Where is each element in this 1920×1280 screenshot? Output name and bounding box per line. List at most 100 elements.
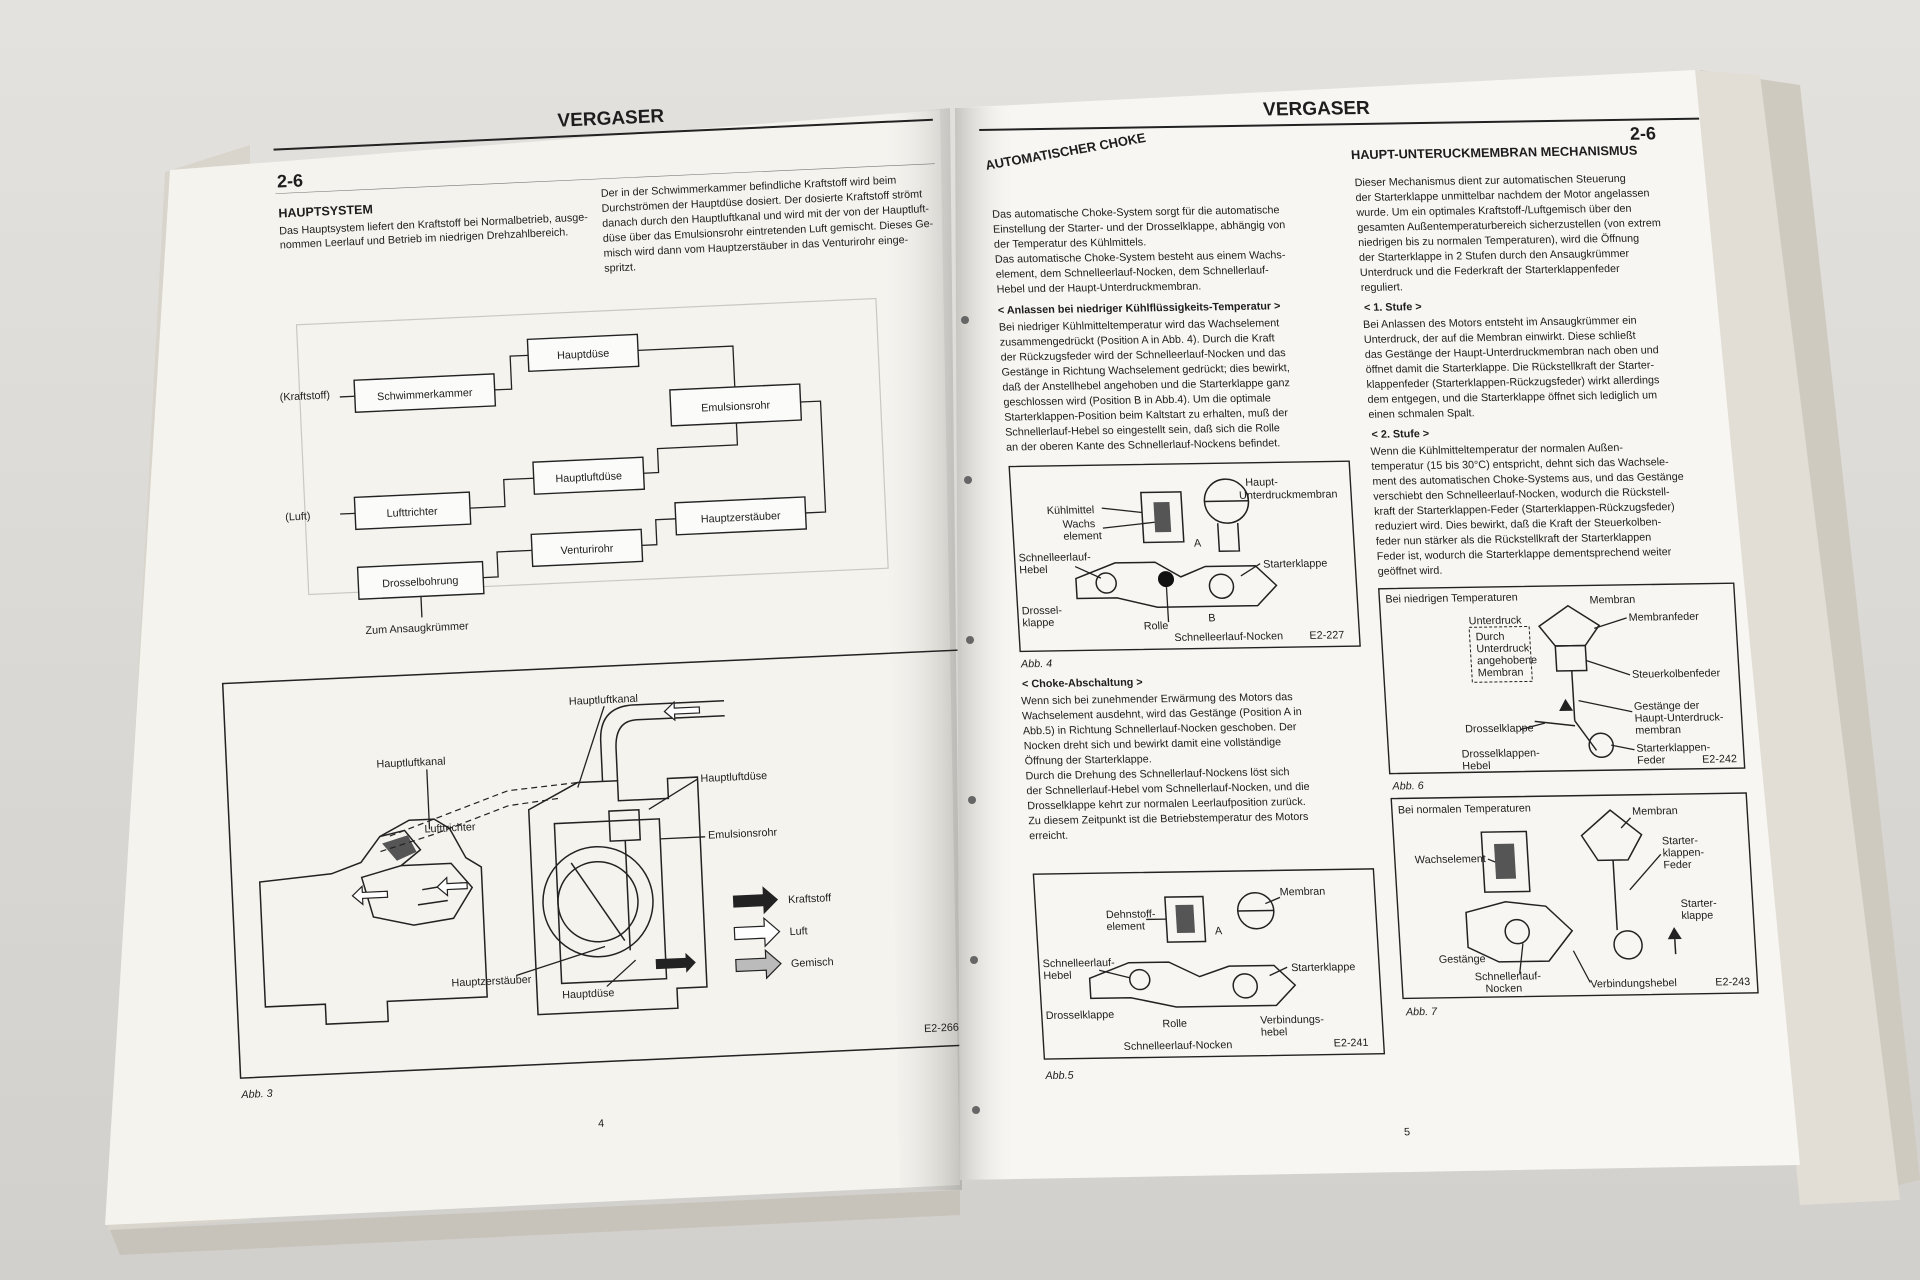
right-left-column: AUTOMATISCHER CHOKE Das automatische Cho… — [984, 130, 1386, 1082]
flow-text-hauptzerstaeuber: Hauptzerstäuber — [701, 510, 782, 526]
fig6-label-membran: Membran — [1589, 594, 1635, 607]
fig7-label-st-2: klappe — [1681, 910, 1714, 922]
fig4-label-starterklappe: Starterklappe — [1263, 558, 1328, 571]
choke-para2-line: erreicht. — [1029, 830, 1069, 843]
figure-abb6: Bei niedrigen Temperaturen Unterdruck Me… — [1378, 582, 1746, 775]
choke-para2-line: Drosselklappe kehrt zur normalen Leerlau… — [1027, 796, 1306, 812]
stufe1-line: das Gestänge der Haupt-Unterdruckmembran… — [1364, 344, 1659, 361]
left-col2-line: spritzt. — [604, 261, 636, 274]
right-right-column: HAUPT-UNTERUCKMEMBRAN MECHANISMUS Dieser… — [1351, 143, 1759, 1018]
figure-abb6-frame — [1378, 582, 1746, 775]
fig6-code: E2-242 — [1702, 753, 1738, 766]
fig6-label-durch-3: angehobene — [1477, 654, 1538, 667]
caption-abb5: Abb.5 — [1044, 1070, 1075, 1082]
fig5-label-hebel-1: Schnelleerlauf- — [1042, 957, 1115, 970]
choke-para2-line: Wachselement ausdehnt, wird das Gestänge… — [1022, 706, 1302, 722]
flow-text-emulsionsrohr: Emulsionsrohr — [701, 399, 771, 414]
left-caption-abb3: Abb. 3 — [240, 1088, 273, 1101]
stufe1-heading: < 1. Stufe > — [1364, 301, 1422, 314]
right-page: VERGASER 2-6 AUTOMATISCHER CHOKE Das aut… — [955, 70, 1800, 1180]
fig3-label-hauptluftkanal-1: Hauptluftkanal — [376, 756, 446, 771]
membran-intro-line: der Starterklappe in 2 Stufen durch den … — [1359, 248, 1630, 264]
left-running-head: VERGASER — [557, 106, 665, 132]
figure-abb5-frame — [1032, 868, 1386, 1060]
fig7-label-sn-1: Schnellerlauf- — [1475, 970, 1542, 983]
fig5-label-verb-1: Verbindungs- — [1260, 1014, 1325, 1027]
legend-gemisch: Gemisch — [791, 956, 834, 970]
fig5-label-dehn-2: element — [1106, 920, 1145, 933]
figure-abb7: Bei normalen Temperaturen Membran Wachse… — [1390, 792, 1759, 1000]
fig7-label-st-1: Starter- — [1680, 897, 1717, 910]
fig4-label-unterdruckmembran: Unterdruckmembran — [1239, 488, 1338, 502]
choke-para1-line: zusammengedrückt (Position A in Abb. 4).… — [999, 332, 1274, 348]
stufe2-line: Wenn die Kühlmitteltemperatur der normal… — [1370, 442, 1623, 458]
fig5-label-verb-2: hebel — [1261, 1026, 1288, 1038]
fig4-label-wachs: Wachs — [1062, 518, 1096, 531]
fig6-label-steuer: Steuerkolbenfeder — [1632, 667, 1721, 680]
stufe2-line: verschiebt den Schnelleerlauf-Nocken, wo… — [1373, 486, 1670, 503]
fig7-label-verb: Verbindungshebel — [1590, 977, 1677, 990]
choke-para1-line: Gestänge in Richtung Wachselement gedrüc… — [1001, 362, 1290, 379]
stufe2-line: temperatur (15 bis 30°C) entspricht, deh… — [1371, 456, 1669, 473]
stufe1-line: öffnet damit die Starterklappe. Die Rück… — [1365, 359, 1654, 376]
fig5-label-dehn-1: Dehnstoff- — [1106, 908, 1157, 921]
flow-box-venturirohr — [530, 528, 644, 568]
flow-text-schwimmerkammer: Schwimmerkammer — [377, 387, 473, 403]
fig6-label-durch-4: Membran — [1477, 667, 1523, 680]
choke-para1-line: Starterklappen-Position beim Kaltstart z… — [1004, 407, 1289, 423]
membran-intro-line: Unterdruck und die Federkraft der Starte… — [1360, 263, 1621, 279]
flow-text-drosselbohrung: Drosselbohrung — [382, 575, 459, 590]
flow-text-venturirohr: Venturirohr — [560, 543, 614, 557]
fig6-title: Bei niedrigen Temperaturen — [1385, 592, 1518, 606]
choke-intro-line: Einstellung der Starter- und der Drossel… — [993, 219, 1286, 236]
fig3-label-hauptzerstaeuber: Hauptzerstäuber — [451, 974, 532, 990]
fig7-label-sn-2: Nocken — [1485, 983, 1522, 996]
flow-text-lufttrichter: Lufttrichter — [386, 506, 438, 520]
fig3-legend: Kraftstoff Luft Gemisch — [732, 886, 834, 980]
fig3-label-hauptluftduese: Hauptluftdüse — [700, 770, 767, 785]
choke-para1-line: Bei niedriger Kühlmitteltemperatur wird … — [999, 317, 1280, 333]
membran-intro-line: niedrigen bis zu normalen Temperaturen),… — [1358, 233, 1640, 249]
figure-abb4: Haupt- Unterdruckmembran Kühlmittel Wach… — [1008, 460, 1361, 653]
stufe2-heading: < 2. Stufe > — [1371, 428, 1429, 441]
choke-para2-line: Zu diesem Zeitpunkt ist die Betriebstemp… — [1028, 811, 1309, 827]
fig5-label-hebel-2: Hebel — [1043, 970, 1072, 982]
caption-abb6: Abb. 6 — [1391, 780, 1424, 792]
legend-luft: Luft — [789, 925, 808, 938]
fig6-label-sf-2: Feder — [1637, 754, 1666, 766]
flow-text-hauptluftduese: Hauptluftdüse — [555, 470, 622, 485]
flow-label-luft: (Luft) — [285, 510, 311, 523]
legend-kraftstoff: Kraftstoff — [788, 892, 833, 906]
fig6-label-unterdruck: Unterdruck — [1468, 615, 1522, 628]
figure-abb4-frame — [1008, 460, 1361, 653]
choke-intro-line: Das automatische Choke-System sorgt für … — [992, 204, 1280, 220]
fig3-label-hauptduese: Hauptdüse — [562, 987, 615, 1001]
fig4-label-a: A — [1194, 538, 1203, 550]
fig4-label-b: B — [1208, 612, 1216, 624]
fig4-label-nocken: Schnelleerlauf-Nocken — [1174, 630, 1283, 644]
membran-intro-line: wurde. Um ein optimales Kraftstoff-/Luft… — [1355, 203, 1632, 219]
right-page-content: VERGASER 2-6 AUTOMATISCHER CHOKE Das aut… — [979, 98, 1759, 1138]
fig4-label-rolle: Rolle — [1143, 620, 1168, 632]
figure-abb5: Membran Dehnstoff- element A Schnelleerl… — [1032, 868, 1386, 1060]
flow-diagram: (Kraftstoff) (Luft) Schwimmerkammer Haup… — [280, 297, 889, 637]
fig6-label-durch-1: Durch — [1475, 631, 1505, 643]
fig5-label-nocken: Schnelleerlauf-Nocken — [1123, 1039, 1232, 1053]
stufe2-line: ment des automatischen Choke-Systems aus… — [1372, 471, 1684, 488]
membran-intro-line: der Starterklappe unmittelbar nachdem de… — [1355, 187, 1650, 204]
choke-para1-line: an der oberen Kante des Schnellerlauf-No… — [1006, 437, 1281, 453]
stufe2-line: kraft der Starterklappen-Feder (Starterk… — [1374, 501, 1675, 518]
fig4-label-drossel-2: klappe — [1022, 617, 1055, 629]
right-page-number: 5 — [1404, 1126, 1411, 1138]
fig6-label-membranfeder: Membranfeder — [1628, 611, 1699, 624]
stufe1-line: Unterdruck, der auf die Membran einwirkt… — [1364, 330, 1636, 346]
flow-label-kraftstoff: (Kraftstoff) — [280, 389, 331, 403]
caption-abb4: Abb. 4 — [1020, 658, 1053, 670]
fig7-label-sk-3: Feder — [1663, 859, 1692, 871]
membran-heading: HAUPT-UNTERUCKMEMBRAN MECHANISMUS — [1351, 143, 1639, 162]
stufe2-line: geöffnet wird. — [1377, 565, 1442, 578]
membran-intro-line: gesamten Außentemperaturbereich sicherzu… — [1357, 217, 1661, 234]
fig4-label-hebel-1: Schnelleerlauf- — [1018, 551, 1091, 564]
figure-abb7-frame — [1390, 792, 1759, 1000]
